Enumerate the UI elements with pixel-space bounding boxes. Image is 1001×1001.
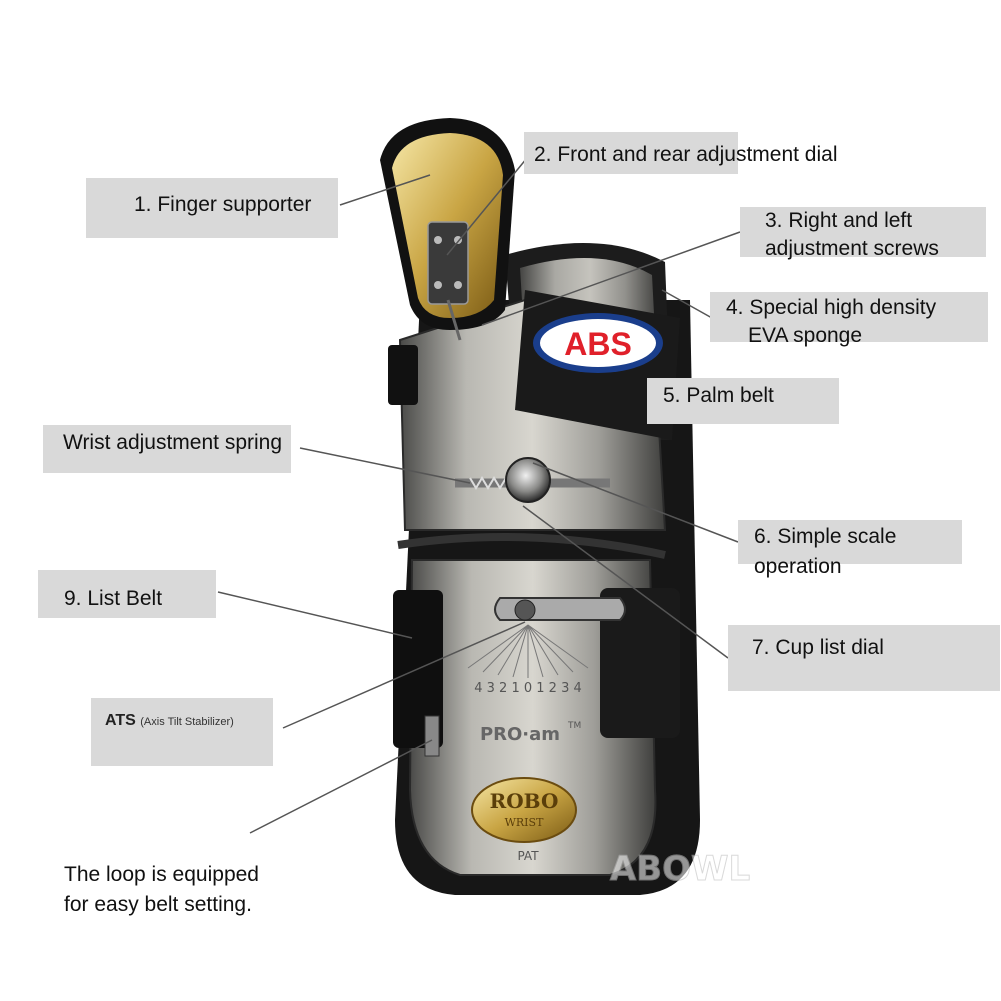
callout-eva-sponge: 4. Special high density EVA sponge <box>710 292 988 347</box>
callout-list-belt: 9. List Belt <box>38 570 216 618</box>
leader-4 <box>661 289 713 319</box>
leader-3 <box>481 231 741 326</box>
svg-text:WRIST: WRIST <box>505 816 544 829</box>
leader-9 <box>217 591 413 639</box>
lower-plate <box>408 559 657 876</box>
watermark: ABOWL <box>610 849 750 889</box>
leader-ats <box>282 621 526 729</box>
pat-mark: PAT <box>517 849 539 863</box>
callout-ats: ATS (Axis Tilt Stabilizer) <box>91 698 273 766</box>
robo-wrist-badge <box>471 777 577 843</box>
leader-lines <box>217 157 741 834</box>
loop-note: The loop is equipped for easy belt setti… <box>64 863 259 916</box>
callout-right-left-screws: 3. Right and left adjustment screws <box>740 207 986 260</box>
callout-simple-scale: 6. Simple scale operation <box>738 520 962 578</box>
right-belt <box>600 588 680 738</box>
belt-loop <box>424 715 440 757</box>
callout-front-rear-dial: 2. Front and rear adjustment dial <box>524 132 838 174</box>
scale-knob <box>505 457 551 503</box>
callout-palm-belt: 5. Palm belt <box>647 378 839 424</box>
scale-rays <box>467 624 589 678</box>
front-rear-dial <box>427 221 469 305</box>
scale-numbers: 4 3 2 1 0 1 2 3 4 <box>474 681 582 696</box>
abs-logo: ABS <box>564 326 632 362</box>
trademark: TM <box>567 721 581 731</box>
leader-wrist <box>299 447 471 484</box>
cup-list-lever <box>494 597 626 621</box>
leader-loop <box>249 739 433 834</box>
model-name: PRO·am <box>480 724 560 745</box>
callout-finger-supporter: 1. Finger supporter <box>86 178 338 238</box>
leader-2 <box>446 157 528 256</box>
callout-wrist-spring: Wrist adjustment spring <box>43 425 291 473</box>
callout-cup-list-dial: 7. Cup list dial <box>728 625 1000 691</box>
ats-label: ATS <box>105 712 136 729</box>
leader-1 <box>339 174 431 206</box>
hinge-bar <box>397 533 666 559</box>
leader-6 <box>532 462 739 543</box>
ats-sublabel: (Axis Tilt Stabilizer) <box>140 716 234 728</box>
side-strap <box>388 345 418 405</box>
svg-text:ROBO: ROBO <box>490 789 559 813</box>
leader-7 <box>522 505 729 659</box>
